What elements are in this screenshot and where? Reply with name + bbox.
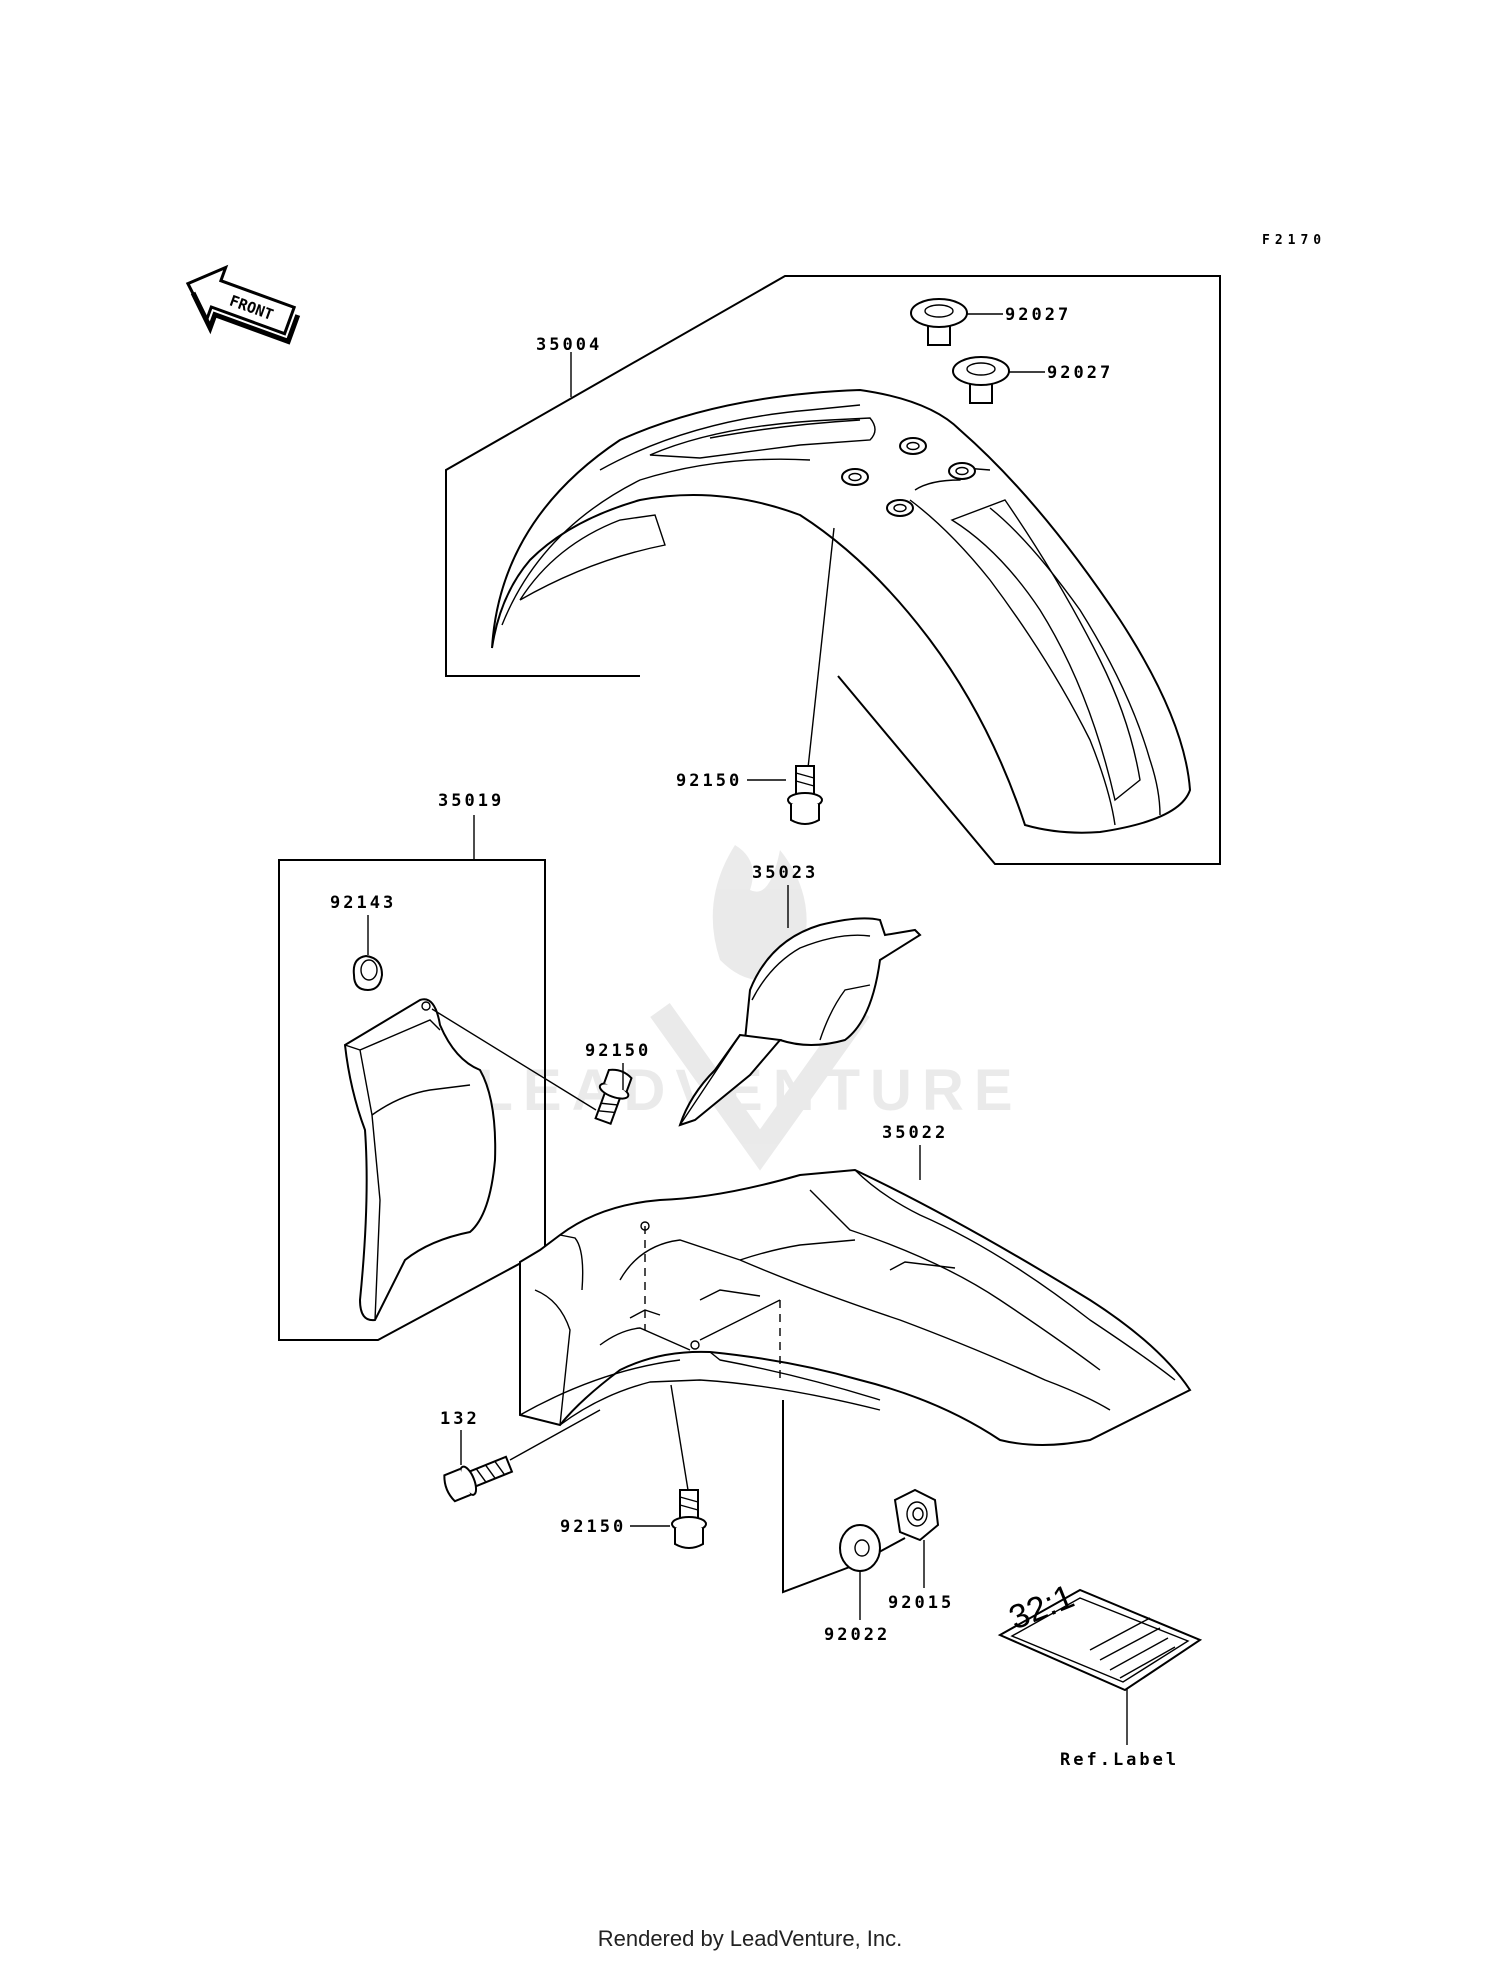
grommet-92027-a: [910, 298, 968, 346]
part-label-92027-a: 92027: [1005, 305, 1071, 325]
part-label-132: 132: [440, 1409, 480, 1429]
part-label-92143: 92143: [330, 893, 396, 913]
bolt-132: [443, 1455, 514, 1503]
front-fender: [491, 388, 1192, 834]
part-label-35019: 35019: [438, 791, 504, 811]
bolt-92150-b: [594, 1068, 633, 1126]
part-label-35004: 35004: [536, 335, 602, 355]
nut-92015: [893, 1488, 940, 1542]
grommet-92143: [352, 954, 384, 992]
rear-fender: [519, 1168, 1192, 1446]
part-label-92150-b: 92150: [585, 1041, 651, 1061]
part-label-92022: 92022: [824, 1625, 890, 1645]
part-label-35022: 35022: [882, 1123, 948, 1143]
part-label-ref-label: Ref.Label: [1060, 1750, 1179, 1770]
mud-guard-group: 35019 92143 92150: [278, 791, 651, 1341]
bolt-92150-a: [787, 765, 823, 825]
part-label-92015: 92015: [888, 1593, 954, 1613]
part-label-92027-b: 92027: [1047, 363, 1113, 383]
rear-fender-group: 35022 132: [440, 1123, 1192, 1645]
reference-label-group: 32:1 Ref.Label: [997, 1577, 1203, 1770]
front-arrow-icon: FRONT: [185, 264, 301, 345]
washer-92022: [839, 1524, 881, 1572]
fender-flap-group: 35023: [678, 863, 922, 1127]
front-fender-group: 35004 92027 92027: [445, 275, 1221, 865]
footer-credit: Rendered by LeadVenture, Inc.: [597, 1926, 903, 1951]
bolt-92150-c: [671, 1489, 707, 1549]
part-label-35023: 35023: [752, 863, 818, 883]
diagram-code: F2170: [1262, 233, 1326, 248]
part-label-92150-a: 92150: [676, 771, 742, 791]
part-label-92150-c: 92150: [560, 1517, 626, 1537]
grommet-92027-b: [952, 356, 1010, 404]
mud-guard: [343, 998, 497, 1322]
